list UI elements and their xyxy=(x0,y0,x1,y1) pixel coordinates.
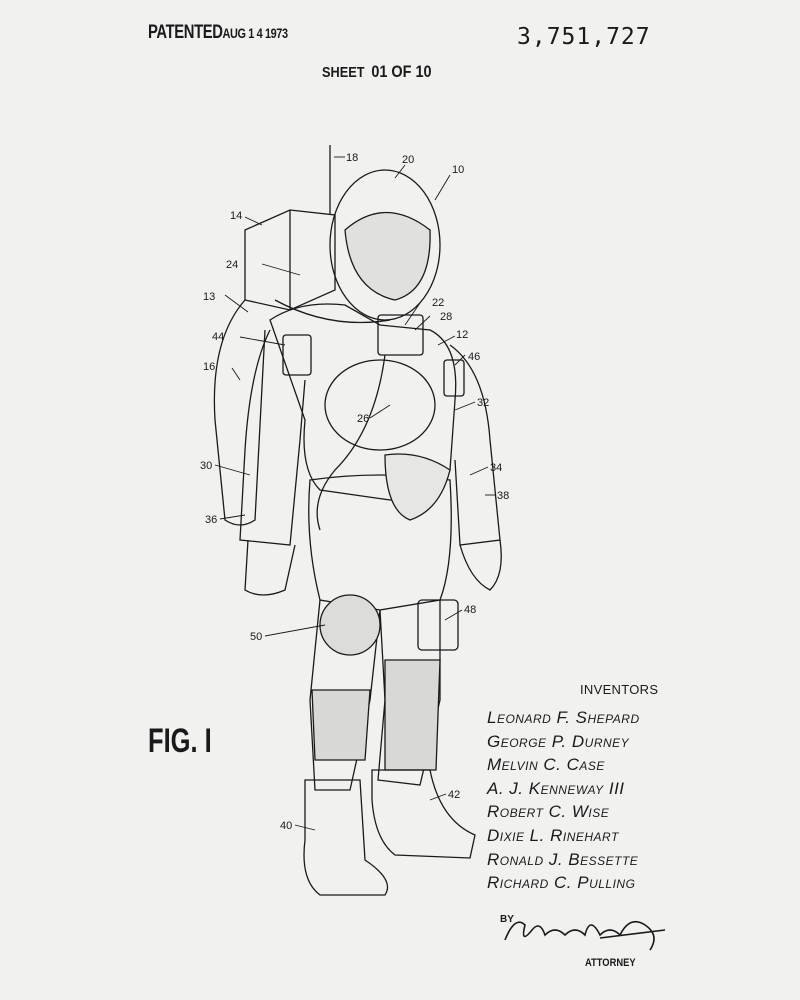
ref-42: 42 xyxy=(448,789,460,801)
right-leg xyxy=(377,600,441,786)
by-label: BY xyxy=(500,914,514,925)
thigh-pocket xyxy=(417,599,459,651)
knee-pad xyxy=(319,594,381,656)
ref-40: 40 xyxy=(280,820,292,832)
ref-24: 24 xyxy=(226,259,238,271)
patented-label: PATENTED xyxy=(148,22,223,43)
shoulder-pocket xyxy=(282,334,312,376)
figure-label: FIG. I xyxy=(148,722,212,760)
inventor-list: Leonard F. Shepard George P. Durney Melv… xyxy=(487,708,640,897)
helmet xyxy=(329,169,441,321)
ref-38: 38 xyxy=(497,490,509,502)
ref-34: 34 xyxy=(490,462,502,474)
inventor-name: Richard C. Pulling xyxy=(487,873,636,893)
right-glove xyxy=(459,539,502,591)
ref-18: 18 xyxy=(346,152,358,164)
right-arm xyxy=(449,344,501,546)
torso xyxy=(269,303,457,501)
ref-32: 32 xyxy=(477,397,489,409)
inventors-heading: INVENTORS xyxy=(580,682,659,697)
ref-44: 44 xyxy=(212,331,224,343)
patent-date: AUG 1 4 1973 xyxy=(222,25,289,41)
ref-26: 26 xyxy=(357,413,369,425)
ref-36: 36 xyxy=(205,514,217,526)
left-arm xyxy=(239,329,306,546)
ref-14: 14 xyxy=(230,210,242,222)
inventor-name: A. J. Kenneway III xyxy=(487,778,625,798)
patented-date: PATENTEDAUG 1 4 1973 xyxy=(148,22,288,44)
patent-number: 3,751,727 xyxy=(517,24,651,50)
inventor-name: Robert C. Wise xyxy=(487,802,610,822)
inventor-name: George P. Durney xyxy=(487,731,630,751)
inventor-name: Ronald J. Bessette xyxy=(487,849,639,869)
ref-28: 28 xyxy=(440,311,452,323)
sheet-label: SHEET xyxy=(322,64,365,81)
inventor-name: Leonard F. Shepard xyxy=(487,708,640,727)
right-boot xyxy=(371,769,476,859)
attorney-label: ATTORNEY xyxy=(585,957,636,969)
inventor-name: Dixie L. Rinehart xyxy=(487,825,619,845)
attorney-signature xyxy=(504,920,666,951)
ref-50: 50 xyxy=(250,631,262,643)
left-glove xyxy=(244,539,296,596)
oxygen-hose-pack xyxy=(213,299,266,526)
sheet-indicator: SHEET 01 OF 10 xyxy=(322,62,432,82)
ref-22: 22 xyxy=(432,297,444,309)
sheet-number: 01 OF 10 xyxy=(371,62,432,81)
left-leg xyxy=(309,599,381,791)
inventor-name: Melvin C. Case xyxy=(487,755,605,775)
control-unit xyxy=(377,314,424,356)
left-boot xyxy=(303,779,389,896)
ref-48: 48 xyxy=(464,604,476,616)
ref-30: 30 xyxy=(200,460,212,472)
ref-10: 10 xyxy=(452,164,464,176)
ref-12: 12 xyxy=(456,329,468,341)
chest-panel xyxy=(324,359,436,451)
ref-16: 16 xyxy=(203,361,215,373)
ref-20: 20 xyxy=(402,154,414,166)
ref-13: 13 xyxy=(203,291,215,303)
reference-numerals: 18 20 10 14 24 13 22 28 12 44 46 16 26 3… xyxy=(200,152,509,832)
ref-46: 46 xyxy=(468,351,480,363)
